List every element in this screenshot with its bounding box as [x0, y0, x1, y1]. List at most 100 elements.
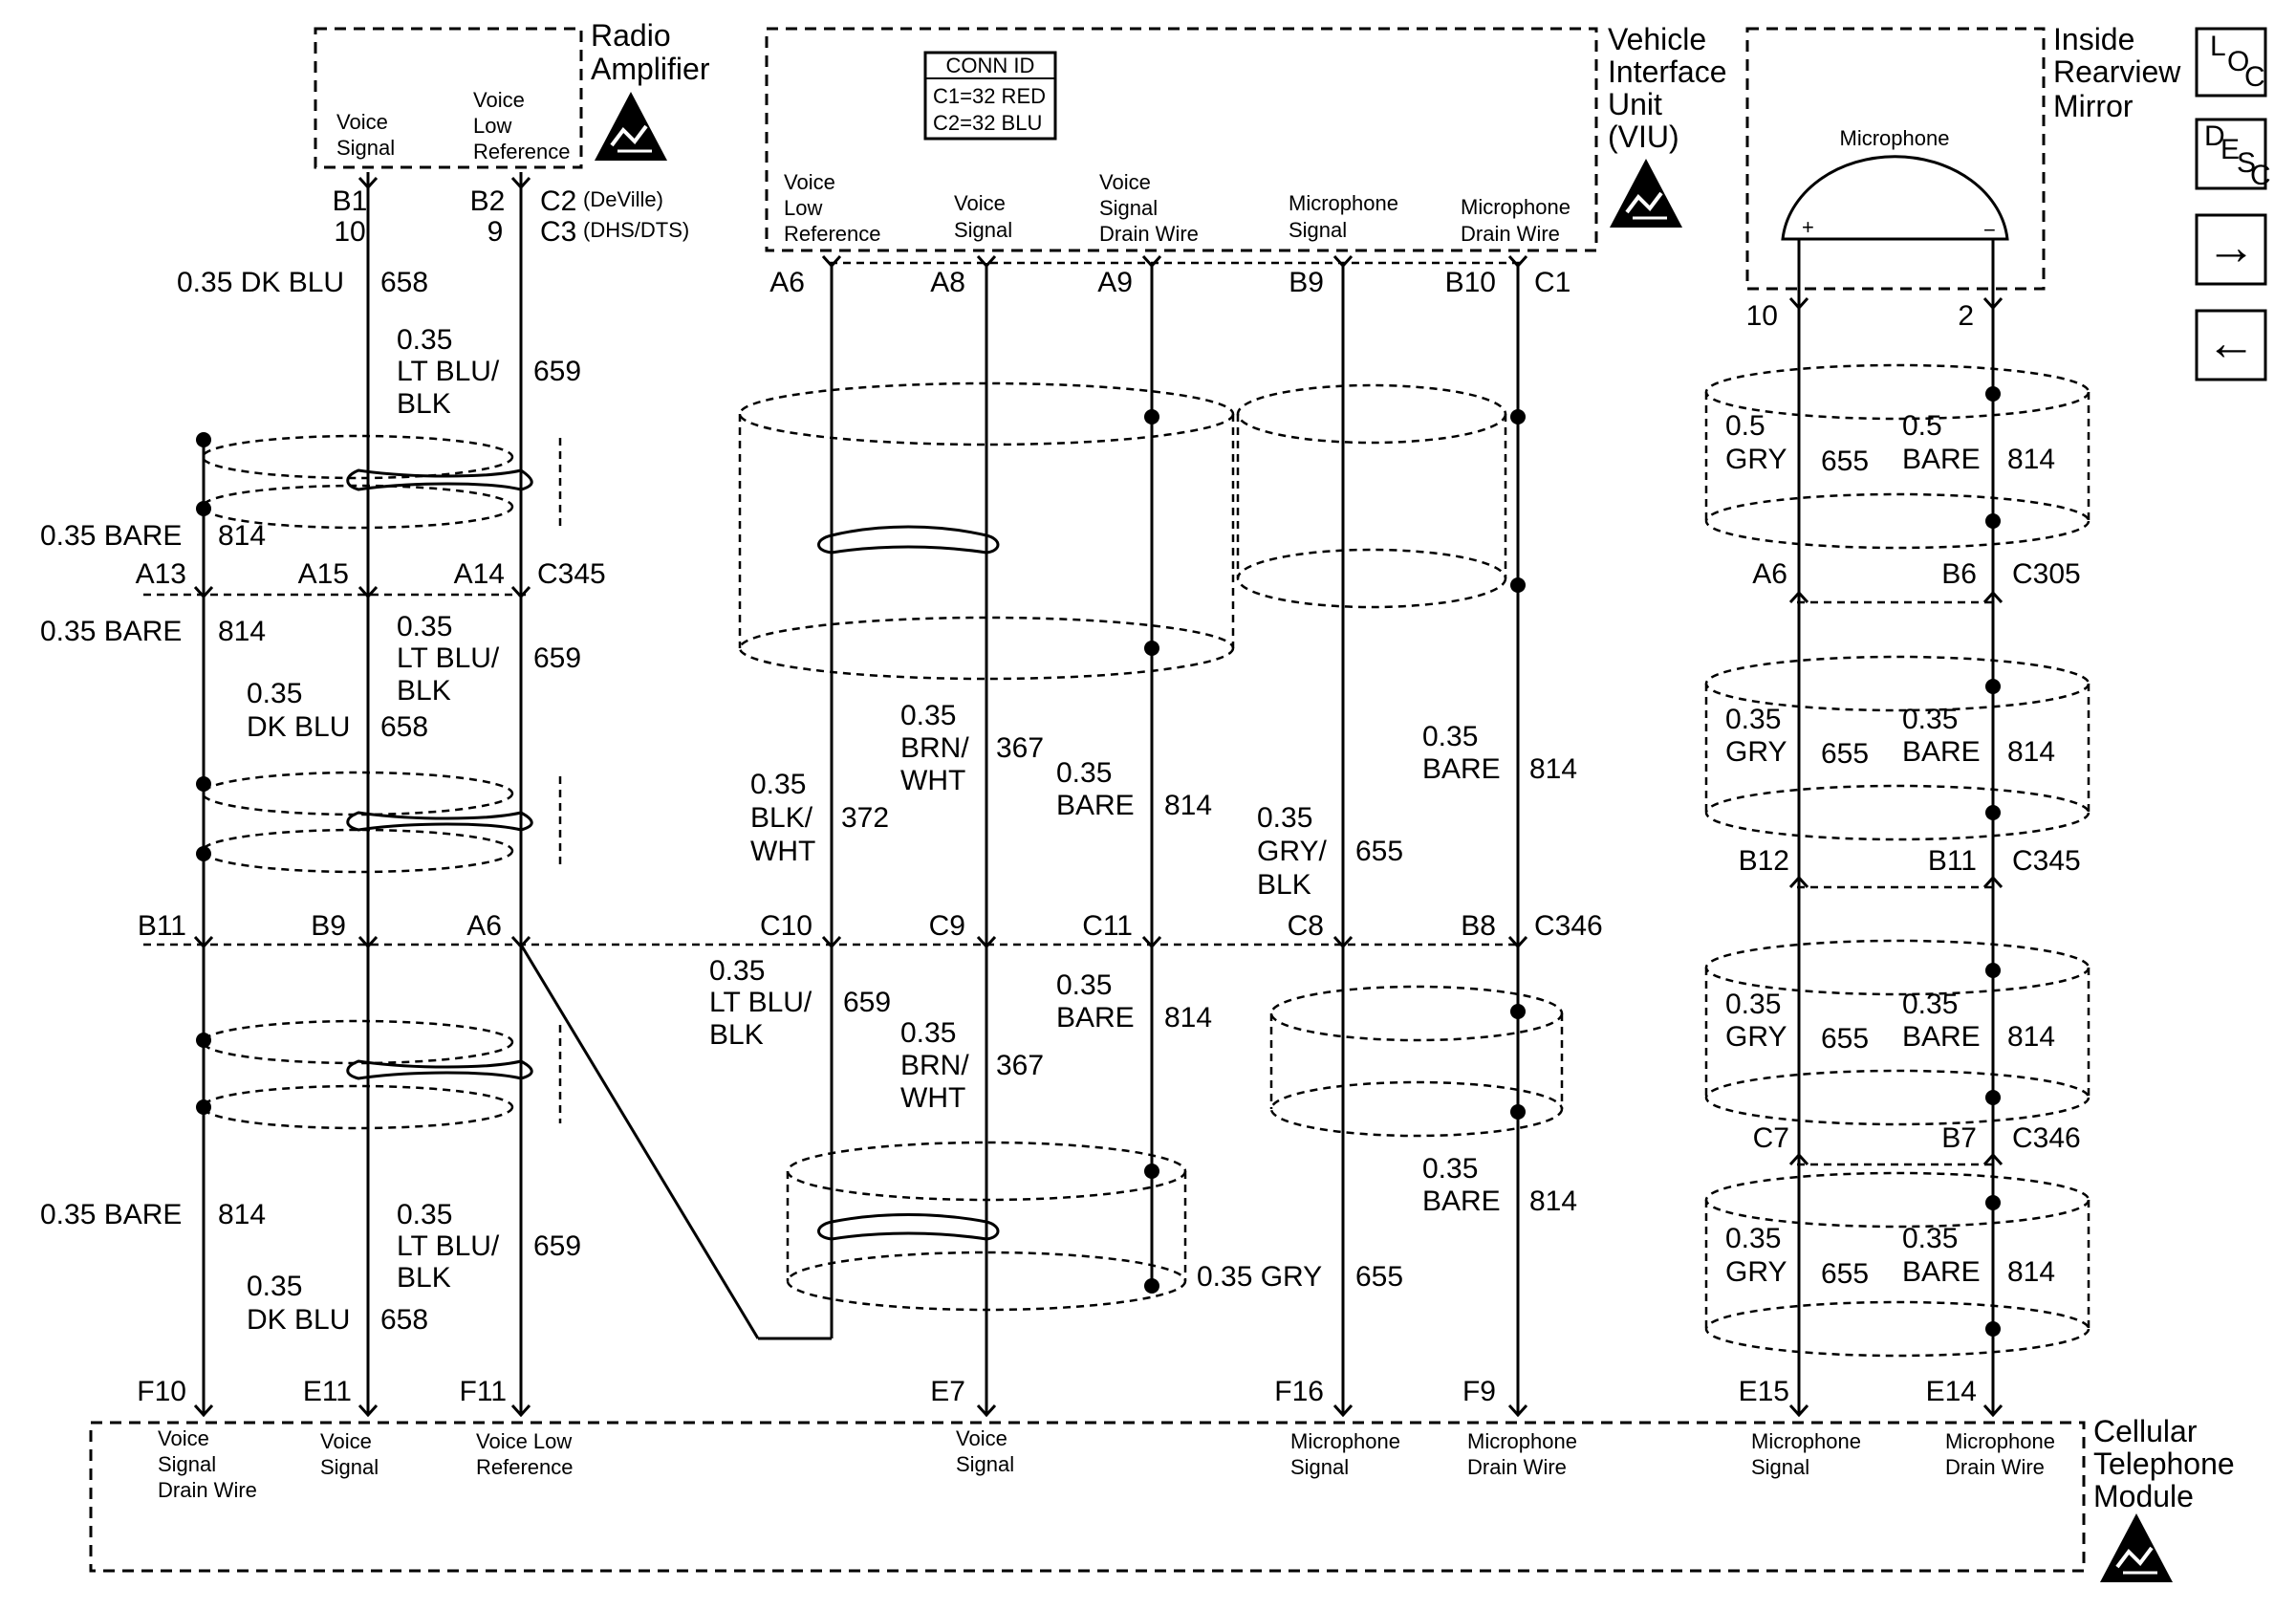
wire-label: GRY [1725, 444, 1787, 475]
wire-label: 0.35 [1422, 1153, 1478, 1185]
pin-label: Low [473, 114, 511, 138]
wire-label: B9 [1289, 267, 1324, 298]
wire-label: 0.35 [1056, 757, 1112, 789]
wire-label: BARE [1902, 736, 1981, 768]
wire-label: 659 [533, 356, 581, 387]
shield-cylinders [201, 363, 2090, 1358]
wire-label: WHT [900, 765, 965, 796]
svg-text:Low: Low [784, 196, 822, 220]
pin-label: Voice [473, 88, 525, 112]
wire-label: GRY [1725, 1256, 1787, 1288]
wire-label: BARE [1422, 753, 1501, 785]
wire-label: 0.35 BARE [40, 1199, 182, 1230]
svg-text:Signal: Signal [320, 1455, 379, 1479]
wire-label: C9 [929, 910, 965, 942]
svg-text:Voice Low: Voice Low [476, 1429, 572, 1453]
esd-icon [2098, 1512, 2175, 1584]
svg-text:Voice: Voice [784, 170, 835, 194]
wire-label: 0.35 [1902, 704, 1958, 735]
wire-label: GRY [1725, 1021, 1787, 1053]
conn-id-box: CONN ID C1=32 RED C2=32 BLU [923, 51, 1057, 141]
ctm-title-2: Telephone [2093, 1447, 2235, 1481]
viu-title-2: Interface [1608, 54, 1727, 89]
wire-label: BLK/ [750, 802, 813, 834]
wires [202, 172, 1995, 1413]
ctm-box [89, 1421, 2086, 1573]
wire-label: 0.35 GRY [1197, 1261, 1322, 1293]
wire-label: E15 [1739, 1376, 1789, 1407]
wire-label: 0.35 [1725, 1223, 1781, 1254]
wire-label: B8 [1461, 910, 1496, 942]
svg-text:L: L [2210, 31, 2226, 62]
wire-label: 0.35 [397, 611, 452, 642]
wire-label: 2 [1958, 300, 1974, 332]
wire-label: 0.35 [1422, 721, 1478, 752]
wire-label: BARE [1056, 790, 1135, 821]
wire-label: 814 [218, 1199, 266, 1230]
wire-label: A6 [466, 910, 502, 942]
wire-label: B11 [138, 910, 186, 942]
wire-label: WHT [900, 1082, 965, 1114]
wire-label: C7 [1753, 1122, 1789, 1154]
wire-label: 655 [1821, 738, 1869, 770]
wire-label: F10 [137, 1376, 186, 1407]
wire-label: 0.35 [1257, 802, 1312, 834]
wire-label: C345 [537, 558, 606, 590]
wire-label: 0.35 [397, 1199, 452, 1230]
wire-label: LT BLU/ [397, 356, 500, 387]
wire-label: 655 [1821, 1258, 1869, 1290]
wire-label: B10 [1445, 267, 1496, 298]
ctm-title-3: Module [2093, 1479, 2194, 1513]
svg-text:C: C [2244, 61, 2265, 93]
wire-label: C346 [1534, 910, 1603, 942]
svg-text:Voice: Voice [320, 1429, 372, 1453]
wire-label: A6 [1752, 558, 1787, 590]
svg-text:O: O [2227, 46, 2249, 77]
wire-label: 0.35 [247, 678, 302, 709]
wire-label: 0.35 [709, 955, 765, 987]
svg-text:Microphone: Microphone [1289, 191, 1398, 215]
esd-icon [593, 90, 669, 163]
arrow-right-icon: → [2206, 220, 2256, 275]
ctm-pin-labels: Voice Signal Drain Wire Voice Signal Voi… [158, 1426, 2055, 1502]
wire-label: E7 [930, 1376, 965, 1407]
wire-label: BARE [1902, 1256, 1981, 1288]
wire-label: BLK [1257, 869, 1311, 901]
svg-text:Signal: Signal [1289, 218, 1347, 242]
svg-text:Reference: Reference [476, 1455, 574, 1479]
wire-label: 658 [380, 711, 428, 743]
svg-text:Microphone: Microphone [1461, 195, 1570, 219]
wire-label: 814 [218, 520, 266, 552]
mirror-title-1: Inside [2053, 22, 2134, 56]
desc-button[interactable]: D E S C [2195, 118, 2271, 191]
wire-label: B12 [1739, 845, 1789, 877]
wire-label: 814 [1164, 790, 1212, 821]
wire-label: BLK [397, 675, 451, 707]
next-button[interactable]: → [2195, 213, 2267, 286]
wire-label: 0.35 [900, 1017, 956, 1049]
wire-label: A9 [1097, 267, 1133, 298]
wire-label: BRN/ [900, 732, 969, 764]
pin-label: Voice [336, 110, 388, 134]
wire-label: C2 [540, 185, 576, 217]
wire-label: BARE [1902, 444, 1981, 475]
svg-text:C2=32 BLU: C2=32 BLU [933, 111, 1042, 135]
wire-label: 658 [380, 267, 428, 298]
ctm-title-1: Cellular [2093, 1414, 2198, 1448]
svg-text:Signal: Signal [1099, 196, 1158, 220]
wire-label: 0.35 [1725, 704, 1781, 735]
wire-label: 814 [2007, 444, 2055, 475]
wire-label: 0.35 [1902, 1223, 1958, 1254]
viu-title-4: (VIU) [1608, 120, 1679, 154]
svg-text:E: E [2220, 134, 2240, 165]
wire-label: DK BLU [247, 711, 350, 743]
svg-text:Drain Wire: Drain Wire [1945, 1455, 2045, 1479]
wire-label: 0.35 DK BLU [177, 267, 344, 298]
loc-button[interactable]: L O C [2195, 27, 2267, 98]
wire-label: E14 [1926, 1376, 1977, 1407]
wire-label: F11 [460, 1376, 507, 1407]
viu-box [765, 27, 1598, 252]
prev-button[interactable]: ← [2195, 309, 2267, 381]
